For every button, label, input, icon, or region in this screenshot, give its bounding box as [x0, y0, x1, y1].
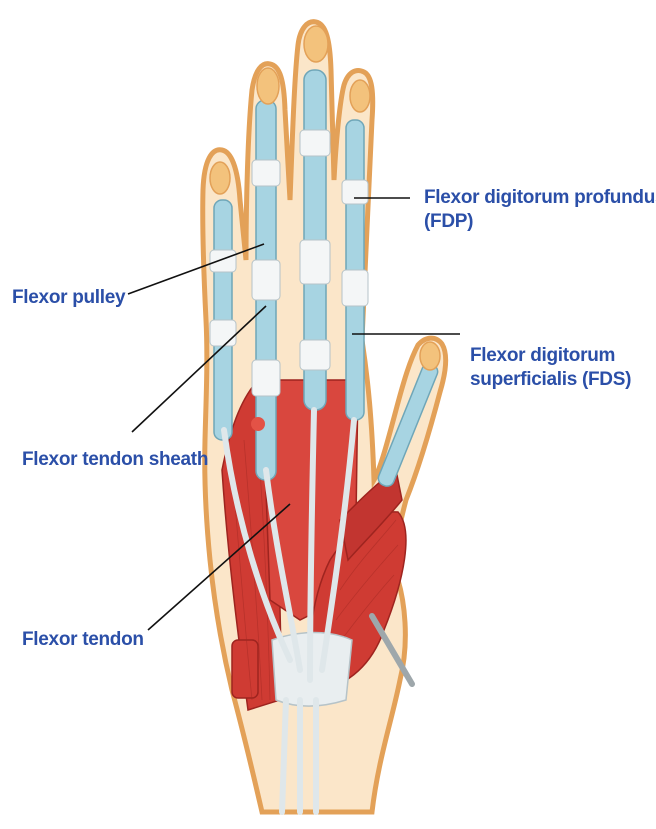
pulley-3 [252, 160, 280, 186]
label-flexor-tendon: Flexor tendon [22, 628, 144, 652]
pulley-4 [252, 260, 280, 300]
tip-middle [304, 26, 328, 62]
pulley-1 [210, 250, 236, 272]
label-fds-line-1: Flexor digitorum [470, 344, 631, 368]
pulley-2 [210, 320, 236, 346]
tip-index [350, 80, 370, 112]
label-flexor-pulley: Flexor pulley [12, 286, 125, 310]
pulley-5 [252, 360, 280, 396]
label-fdp-line-1: Flexor digitorum profundus [424, 186, 656, 210]
tip-ring [257, 68, 279, 104]
label-fds-line-2: superficialis (FDS) [470, 368, 631, 392]
pulley-6 [300, 130, 330, 156]
tip-thumb [420, 342, 440, 370]
pulley-7 [300, 240, 330, 284]
pulley-9 [342, 180, 368, 204]
tip-little [210, 162, 230, 194]
label-fdp-line-2: (FDP) [424, 210, 656, 234]
abductor-stump [232, 640, 258, 698]
label-fdp: Flexor digitorum profundus (FDP) [424, 186, 656, 234]
label-flexor-tendon-sheath: Flexor tendon sheath [22, 448, 208, 472]
label-fds: Flexor digitorum superficialis (FDS) [470, 344, 631, 392]
sheath-ganglion [251, 417, 265, 431]
pulley-10 [342, 270, 368, 306]
pulley-8 [300, 340, 330, 370]
